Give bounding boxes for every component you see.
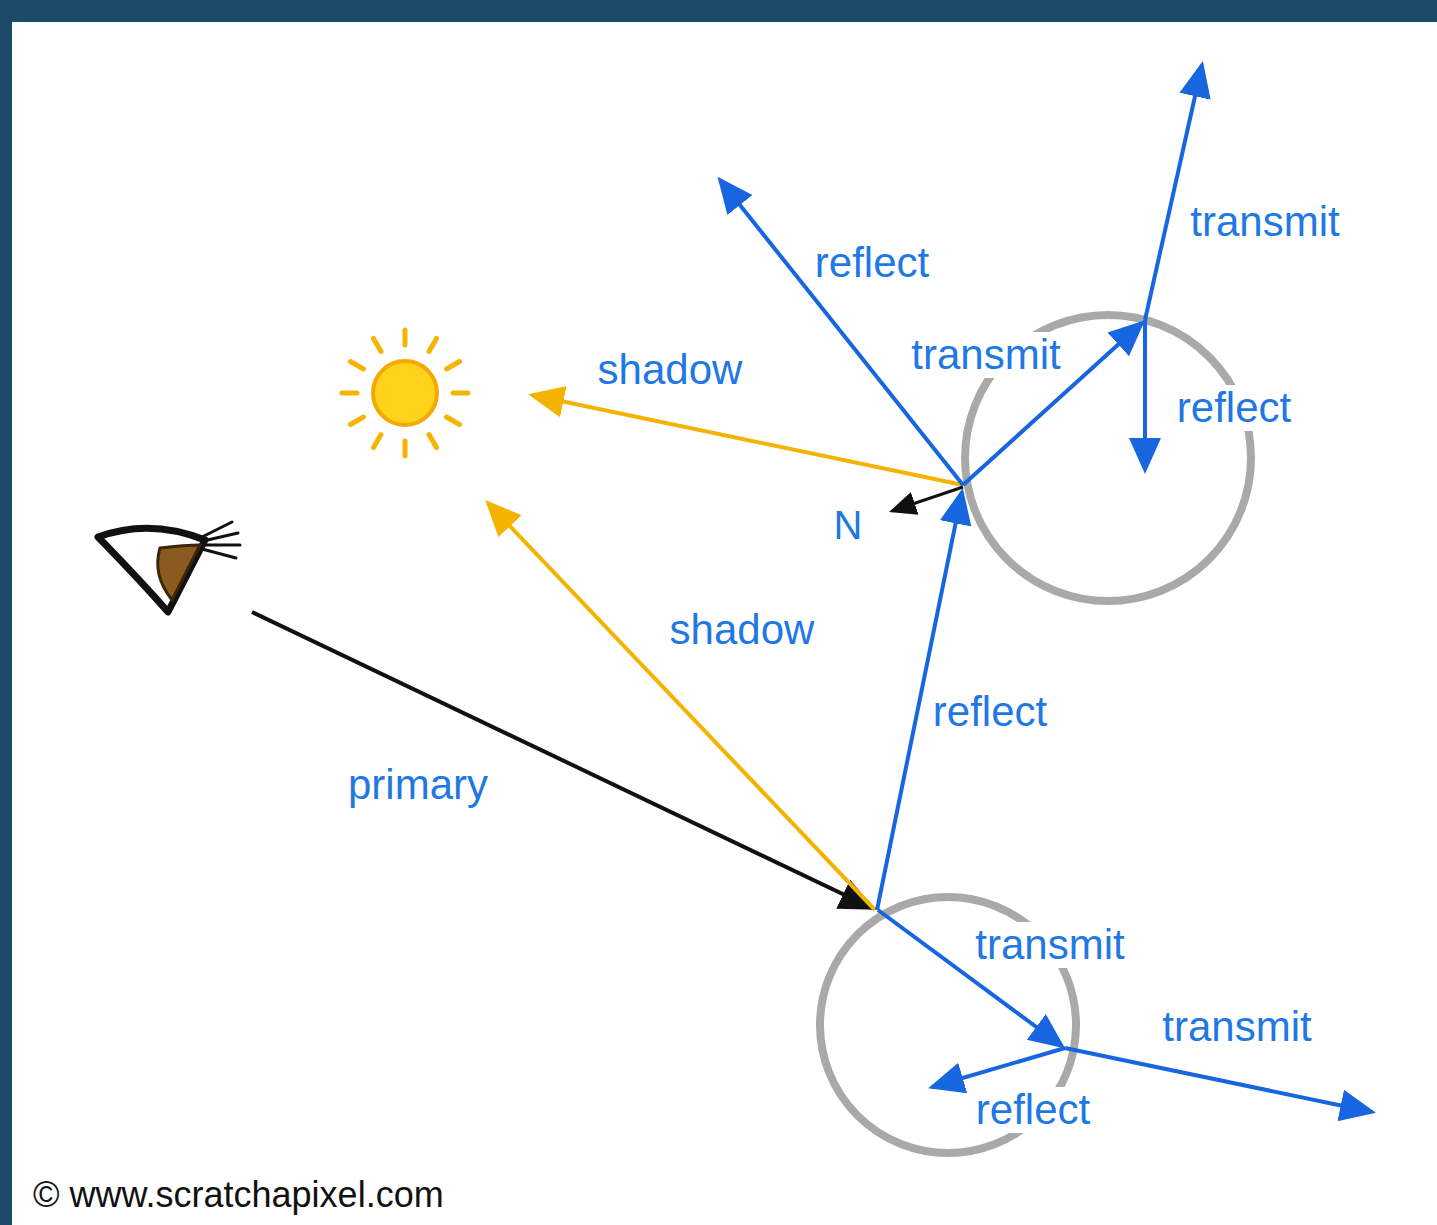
ray-label: primary xyxy=(345,762,491,808)
transmit-ray xyxy=(1145,65,1202,320)
ray-label: shadow xyxy=(595,347,746,393)
sun-icon xyxy=(342,330,468,456)
ray-label: transmit xyxy=(1187,199,1342,245)
ray-label: transmit xyxy=(908,332,1063,378)
ray-label: transmit xyxy=(1159,1004,1314,1050)
reflect-ray xyxy=(1143,320,1147,470)
shadow-ray xyxy=(532,395,963,485)
transmit-ray xyxy=(1065,1048,1372,1112)
shadow-ray xyxy=(488,503,875,910)
copyright-watermark: © www.scratchapixel.com xyxy=(30,1175,447,1215)
ray-label: reflect xyxy=(973,1087,1093,1133)
reflect-ray xyxy=(932,1048,1065,1087)
ray-label: shadow xyxy=(667,607,818,653)
ray-label: transmit xyxy=(972,922,1127,968)
ray-label: reflect xyxy=(812,240,932,286)
ray-label: reflect xyxy=(930,689,1050,735)
ray-label: reflect xyxy=(1174,385,1294,431)
normal-vector xyxy=(892,487,963,511)
primary-ray xyxy=(252,612,872,908)
normal-label: N xyxy=(831,503,866,547)
eye-icon xyxy=(98,522,240,612)
